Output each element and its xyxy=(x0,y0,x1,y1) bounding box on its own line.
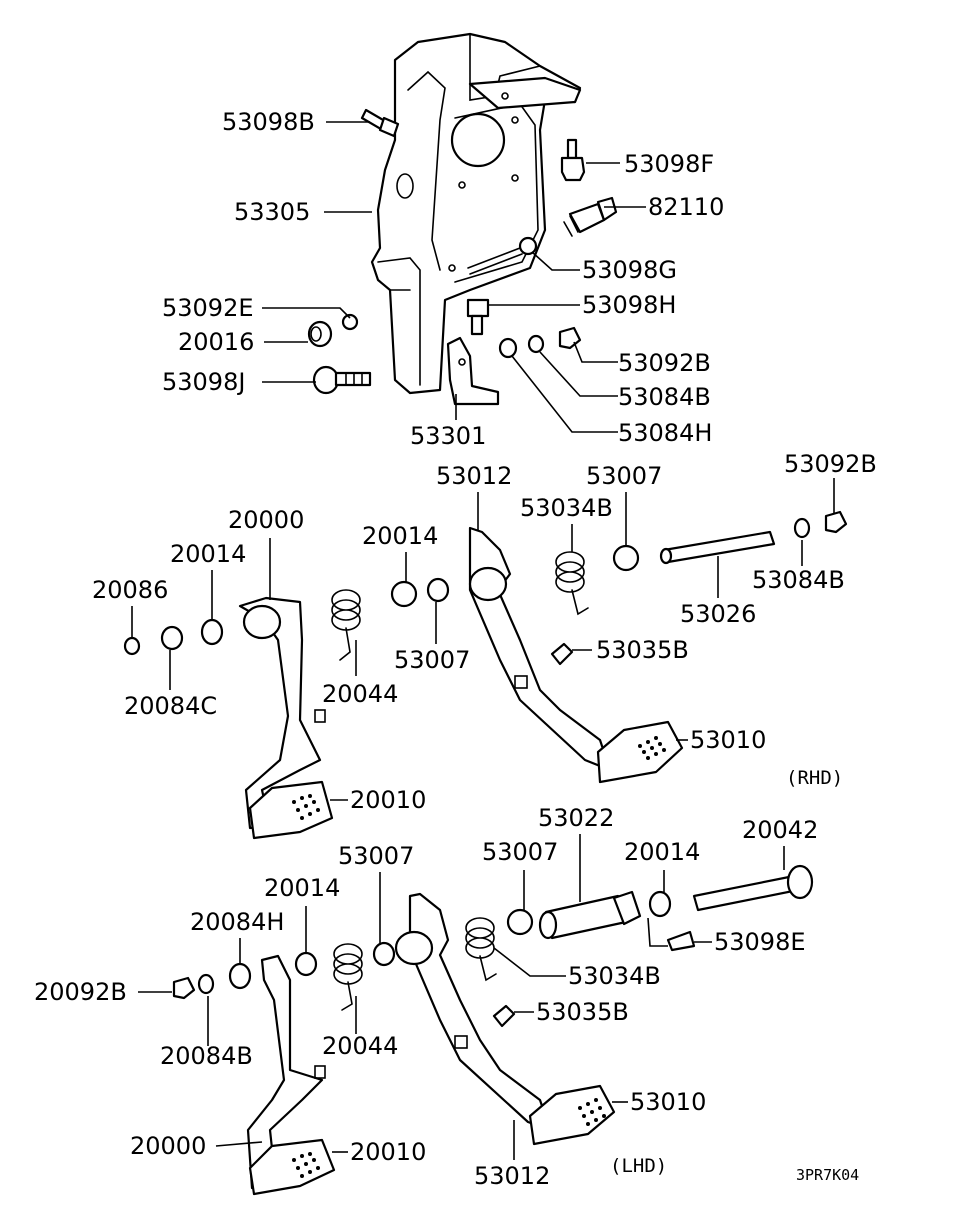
diagram-code: 3PR7K04 xyxy=(796,1166,859,1184)
bush-53007-rhd-a xyxy=(612,544,640,572)
label-20016: 20016 xyxy=(178,328,254,356)
label-53098F: 53098F xyxy=(624,150,714,178)
stopper-53035B-lhd xyxy=(492,1004,516,1028)
label-53084H: 53084H xyxy=(618,419,712,447)
bush-20014-lhd-a xyxy=(294,951,318,977)
label-53026: 53026 xyxy=(680,600,756,628)
note-lhd: (LHD) xyxy=(610,1155,667,1177)
leader-lines xyxy=(131,121,835,1160)
label-53007-rhd-a: 53007 xyxy=(586,462,662,490)
label-53084B-rhd: 53084B xyxy=(752,566,845,594)
label-20000-rhd: 20000 xyxy=(228,506,304,534)
label-53007-lhd-a: 53007 xyxy=(338,842,414,870)
bush-20014-rhd-b xyxy=(390,580,418,608)
label-53098H: 53098H xyxy=(582,291,676,319)
label-53305: 53305 xyxy=(234,198,310,226)
label-53012-lhd: 53012 xyxy=(474,1162,550,1190)
spring-53034B-lhd xyxy=(465,917,497,982)
washer-20084H xyxy=(228,962,252,990)
label-20092B: 20092B xyxy=(34,978,127,1006)
label-53007-lhd-b: 53007 xyxy=(482,838,558,866)
bolt-53098J xyxy=(312,365,372,395)
bolt-53098B xyxy=(360,108,400,138)
label-20042: 20042 xyxy=(742,816,818,844)
label-53035B-lhd: 53035B xyxy=(536,998,629,1026)
brake-pedal-rhd xyxy=(468,526,684,784)
label-20086: 20086 xyxy=(92,576,168,604)
bush-53007-lhd-b xyxy=(506,908,534,936)
bolt-53098H xyxy=(466,298,490,336)
part-53301-bracket xyxy=(446,336,500,406)
label-53084B-top: 53084B xyxy=(618,383,711,411)
label-53007-rhd-b: 53007 xyxy=(394,646,470,674)
pin-20042 xyxy=(692,864,814,912)
brake-pedal-lhd xyxy=(394,892,616,1146)
bush-20014-rhd-a xyxy=(200,618,224,646)
label-53098E: 53098E xyxy=(714,928,806,956)
nut-53092B-top xyxy=(558,326,582,350)
bush-53007-rhd-b xyxy=(426,577,450,603)
shaft-53022 xyxy=(538,890,642,940)
bolt-53098G xyxy=(467,236,538,275)
label-53098J: 53098J xyxy=(162,368,245,396)
label-20014-rhd-a: 20014 xyxy=(170,540,246,568)
label-20044-lhd: 20044 xyxy=(322,1032,398,1060)
label-82110: 82110 xyxy=(648,193,724,221)
nut-53092B-rhd xyxy=(824,510,848,534)
spring-53034B-rhd xyxy=(555,551,589,616)
washer-53084B-top xyxy=(527,334,545,354)
label-20084C: 20084C xyxy=(124,692,217,720)
label-20014-rhd-b: 20014 xyxy=(362,522,438,550)
label-53022: 53022 xyxy=(538,804,614,832)
label-53010-rhd: 53010 xyxy=(690,726,766,754)
label-20044-rhd: 20044 xyxy=(322,680,398,708)
washer-20086 xyxy=(123,636,141,656)
label-20010-lhd: 20010 xyxy=(350,1138,426,1166)
clutch-pedal-rhd xyxy=(238,596,334,840)
switch-82110 xyxy=(563,196,618,237)
bolt-53098E xyxy=(666,930,696,952)
pedal-bracket-assembly xyxy=(370,32,582,395)
shaft-53026 xyxy=(659,530,776,565)
label-20010-rhd: 20010 xyxy=(350,786,426,814)
spring-20044-rhd xyxy=(331,589,361,661)
bolt-53098F xyxy=(560,138,586,182)
label-53035B-rhd: 53035B xyxy=(596,636,689,664)
label-20084H: 20084H xyxy=(190,908,284,936)
spring-20044-lhd xyxy=(333,943,363,1011)
label-53092E: 53092E xyxy=(162,294,254,322)
label-53034B-rhd: 53034B xyxy=(520,494,613,522)
label-20014-lhd-b: 20014 xyxy=(624,838,700,866)
label-20014-lhd-a: 20014 xyxy=(264,874,340,902)
bush-20014-lhd-b xyxy=(648,890,672,918)
label-20000-lhd: 20000 xyxy=(130,1132,206,1160)
label-53010-lhd: 53010 xyxy=(630,1088,706,1116)
nut-20092B xyxy=(172,976,196,1000)
label-53034B-lhd: 53034B xyxy=(568,962,661,990)
label-53012-rhd: 53012 xyxy=(436,462,512,490)
collar-20016 xyxy=(307,320,333,348)
label-53098B: 53098B xyxy=(222,108,315,136)
label-53098G: 53098G xyxy=(582,256,677,284)
note-rhd: (RHD) xyxy=(786,767,843,789)
washer-20084C xyxy=(160,625,184,651)
bush-53007-lhd-a xyxy=(372,941,396,967)
clutch-pedal-lhd xyxy=(246,954,336,1196)
washer-53084B-rhd xyxy=(793,517,811,539)
nut-53092E xyxy=(341,313,359,331)
label-53301: 53301 xyxy=(410,422,486,450)
label-53092B-top: 53092B xyxy=(618,349,711,377)
stopper-53035B-rhd xyxy=(550,642,574,666)
label-53092B-rhd: 53092B xyxy=(784,450,877,478)
label-20084B: 20084B xyxy=(160,1042,253,1070)
washer-53084H xyxy=(498,337,518,359)
washer-20084B xyxy=(197,973,215,995)
